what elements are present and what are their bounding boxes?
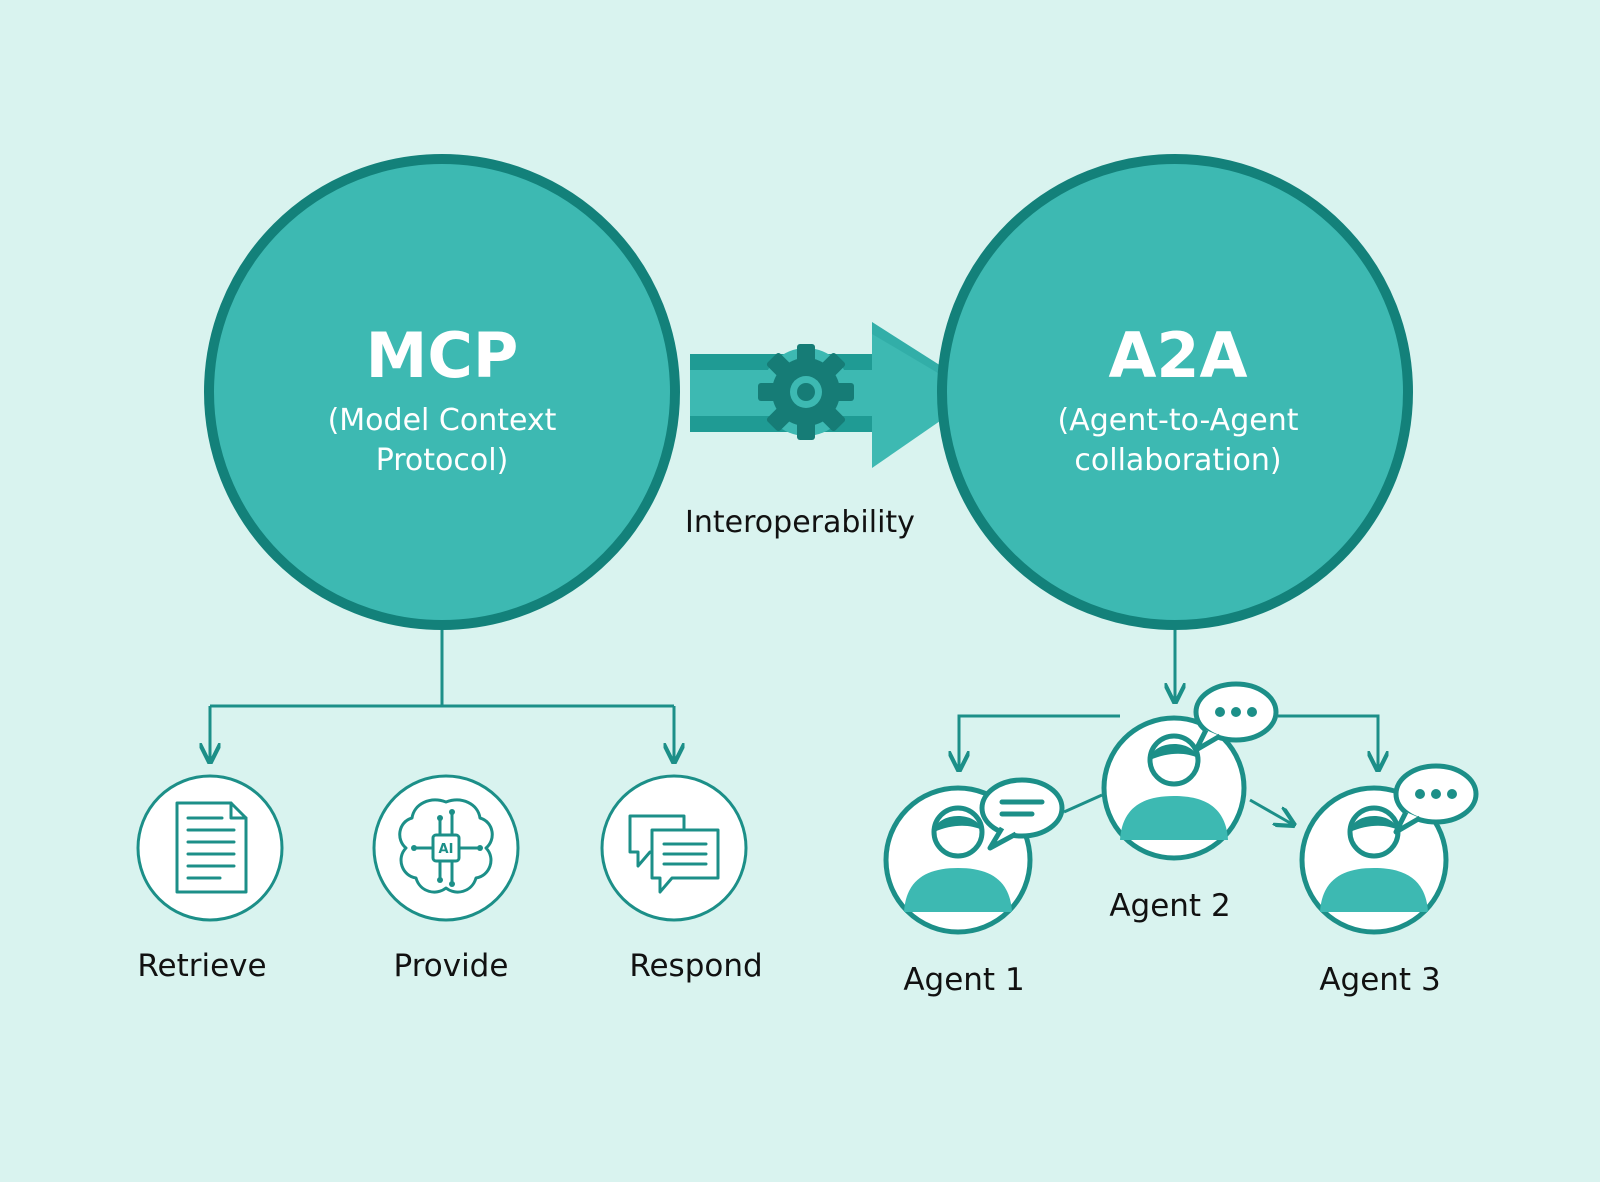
agent-3-label: Agent 3 bbox=[1319, 962, 1440, 998]
respond-node: Respond bbox=[600, 774, 763, 984]
user-avatar-icon bbox=[1120, 733, 1228, 840]
a2a-subtitle-line2: collaboration) bbox=[1074, 443, 1281, 478]
gear-icon bbox=[758, 344, 854, 440]
mcp-node: MCP (Model Context Protocol) bbox=[204, 154, 680, 630]
mcp-tree-lines bbox=[210, 630, 674, 760]
provide-label: Provide bbox=[394, 948, 509, 984]
mcp-subtitle-line2: Protocol) bbox=[376, 443, 509, 478]
a2a-title: A2A bbox=[1108, 319, 1247, 392]
typing-dots-icon bbox=[1193, 681, 1279, 753]
provide-node: AI Provide bbox=[372, 774, 520, 984]
interoperability-connector bbox=[690, 322, 982, 468]
ai-chip-text: AI bbox=[439, 842, 454, 857]
typing-dots-icon bbox=[1393, 763, 1479, 835]
message-lines-icon bbox=[979, 777, 1065, 851]
user-avatar-icon bbox=[904, 805, 1012, 912]
mcp-subtitle-line1: (Model Context bbox=[328, 403, 557, 438]
agent-1-node: Agent 1 bbox=[883, 777, 1065, 998]
mcp-title: MCP bbox=[366, 319, 519, 392]
user-avatar-icon bbox=[1320, 805, 1428, 912]
document-icon bbox=[175, 801, 248, 894]
a2a-node: A2A (Agent-to-Agent collaboration) bbox=[937, 154, 1413, 630]
agent-1-label: Agent 1 bbox=[903, 962, 1024, 998]
interoperability-label: Interoperability bbox=[685, 505, 915, 540]
retrieve-label: Retrieve bbox=[137, 948, 266, 984]
connector-arrow-head bbox=[872, 322, 982, 468]
retrieve-node: Retrieve bbox=[136, 774, 284, 984]
a2a-tree-lines bbox=[959, 630, 1378, 824]
chat-bubbles-icon bbox=[628, 814, 720, 894]
a2a-subtitle-line1: (Agent-to-Agent bbox=[1058, 403, 1299, 438]
ai-brain-icon: AI bbox=[398, 798, 494, 894]
agent-2-node: Agent 2 bbox=[1101, 681, 1279, 924]
agent-2-label: Agent 2 bbox=[1109, 888, 1230, 924]
respond-label: Respond bbox=[629, 948, 762, 984]
agent-3-node: Agent 3 bbox=[1299, 763, 1479, 998]
